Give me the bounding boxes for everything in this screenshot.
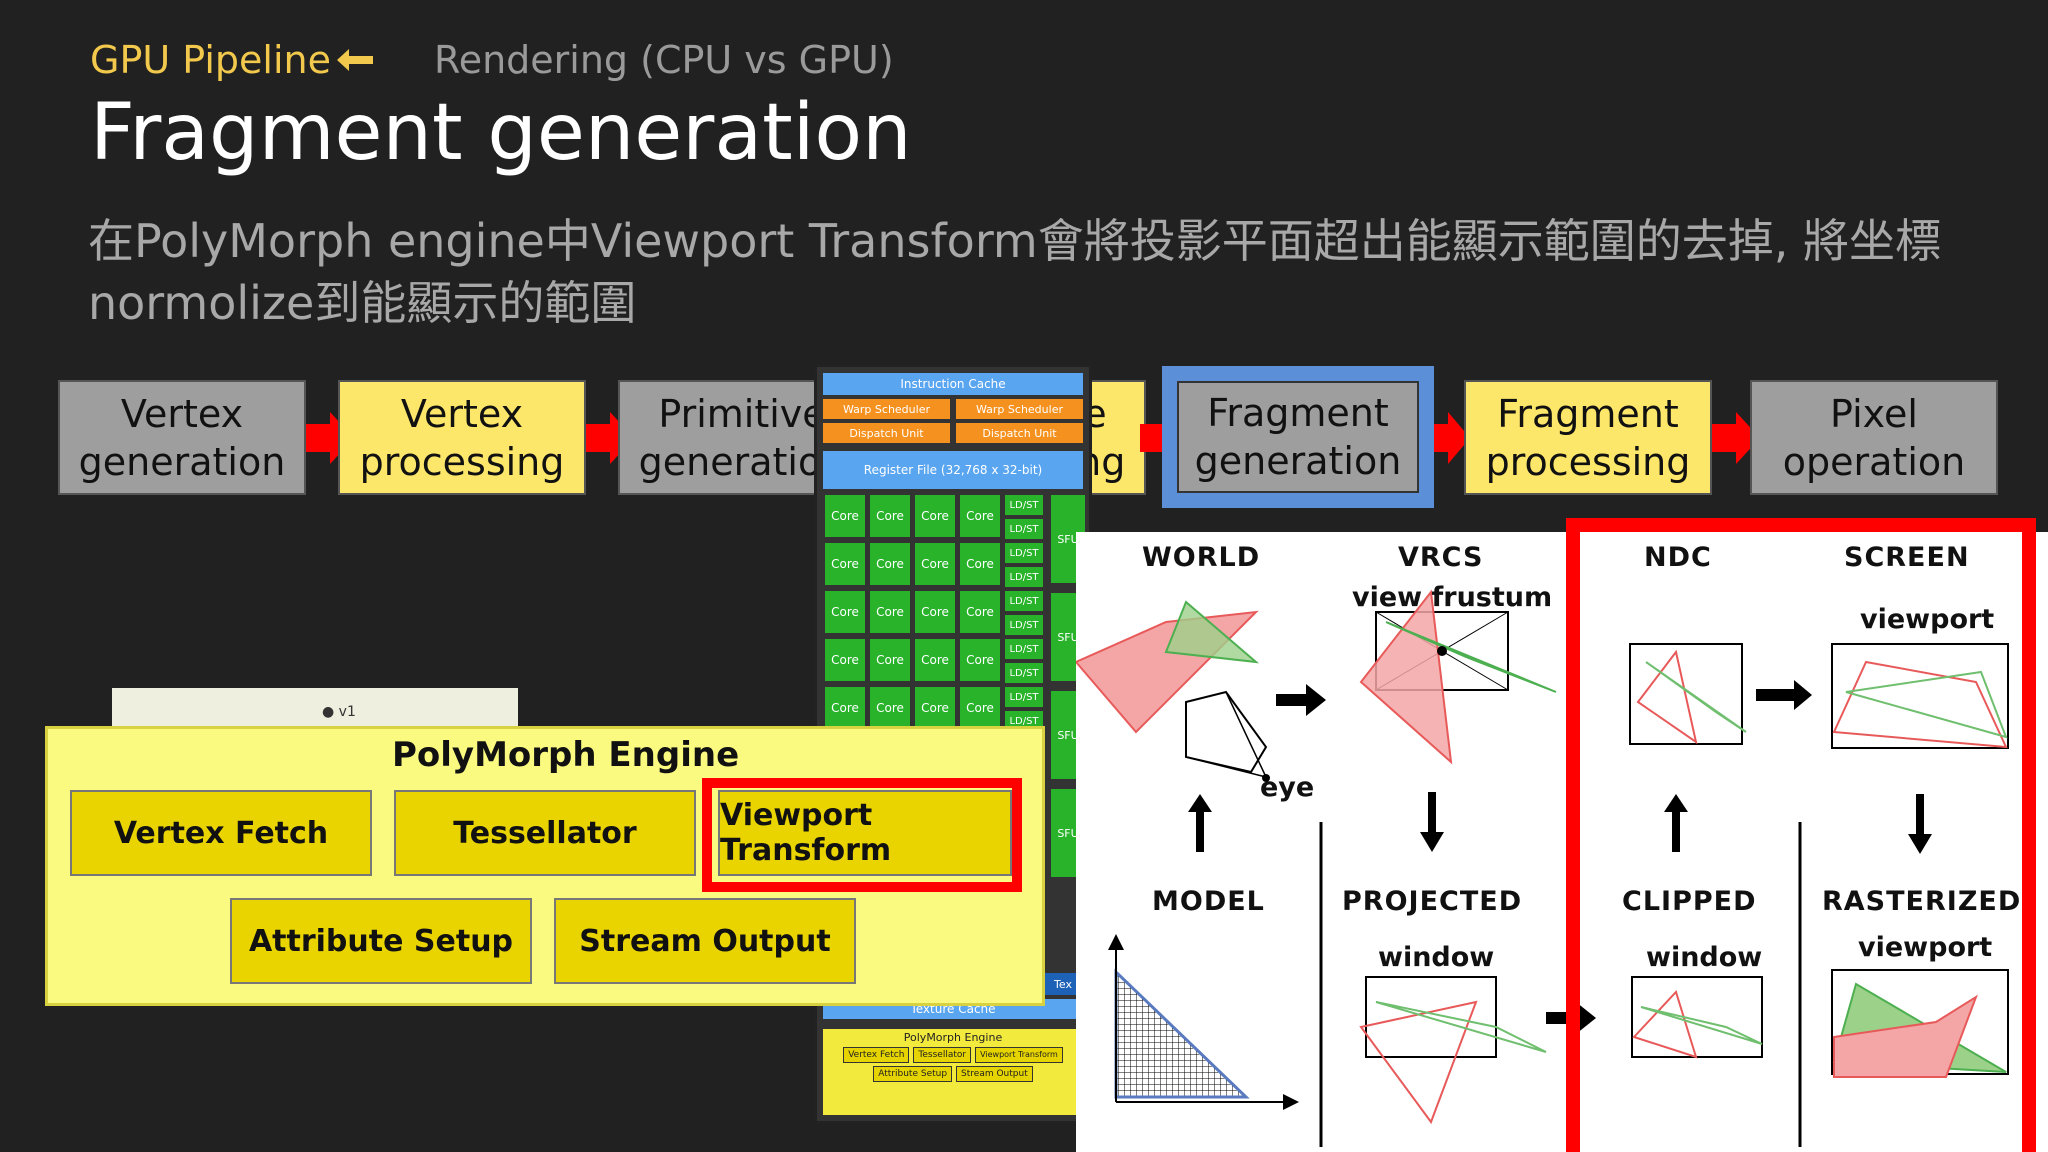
label-viewport-screen: viewport xyxy=(1860,604,1995,635)
arrow-right-icon xyxy=(1712,412,1760,464)
ldst-unit: LD/ST xyxy=(1005,591,1043,611)
core-unit: Core xyxy=(870,639,910,681)
stage-line1: Vertex xyxy=(400,391,524,436)
core-unit: Core xyxy=(915,495,955,537)
stage-line1: Primitive xyxy=(658,391,826,436)
ndc-screen-highlight xyxy=(1566,518,2036,1152)
label-view-frustum: view frustum xyxy=(1352,582,1553,613)
vertex-strip xyxy=(112,688,518,728)
description-text: 在PolyMorph engine中Viewport Transform會將投影… xyxy=(88,214,1941,330)
register-file: Register File (32,768 x 32-bit) xyxy=(823,451,1083,489)
stream-output-box: Stream Output xyxy=(554,898,856,984)
label-window-projected: window xyxy=(1378,942,1495,973)
label-clipped: CLIPPED xyxy=(1622,886,1757,917)
dispatch-unit: Dispatch Unit xyxy=(823,423,950,443)
viewport-transform-highlight xyxy=(702,778,1022,892)
label-vrcs: VRCS xyxy=(1398,542,1484,573)
stage-line2: generation xyxy=(78,439,286,484)
arrow-left-icon xyxy=(336,49,373,71)
transform-diagram-graphics xyxy=(1076,589,2009,1147)
vertex-fetch-mini: Vertex Fetch xyxy=(843,1047,910,1063)
core-unit: Core xyxy=(870,687,910,729)
core-unit: Core xyxy=(960,687,1000,729)
stage-line2: generation xyxy=(1194,439,1402,483)
core-unit: Core xyxy=(915,591,955,633)
ldst-unit: LD/ST xyxy=(1005,519,1043,539)
stage-line1: Vertex xyxy=(120,391,244,436)
core-unit: Core xyxy=(870,591,910,633)
breadcrumb-current-label: GPU Pipeline xyxy=(90,38,331,82)
breadcrumb-current[interactable]: GPU Pipeline xyxy=(90,38,373,82)
core-unit: Core xyxy=(825,687,865,729)
stage-line2: generation xyxy=(638,439,846,484)
core-unit: Core xyxy=(960,495,1000,537)
core-unit: Core xyxy=(825,639,865,681)
vertex-fetch-box: Vertex Fetch xyxy=(70,790,372,876)
core-unit: Core xyxy=(960,639,1000,681)
core-unit: Core xyxy=(915,639,955,681)
core-unit: Core xyxy=(825,543,865,585)
tessellator-mini: Tessellator xyxy=(913,1047,972,1063)
polymorph-mini: PolyMorph Engine Vertex Fetch Tessellato… xyxy=(823,1029,1083,1115)
label-rasterized: RASTERIZED xyxy=(1822,886,2022,917)
ldst-unit: LD/ST xyxy=(1005,639,1043,659)
attribute-setup-mini: Attribute Setup xyxy=(873,1066,953,1082)
viewport-transform-box: Viewport Transform xyxy=(718,790,1012,876)
ldst-unit: LD/ST xyxy=(1005,663,1043,683)
label-projected: PROJECTED xyxy=(1342,886,1523,917)
tex-unit: Tex xyxy=(1043,973,1083,995)
vertex-label: ● v1 xyxy=(322,704,356,720)
core-unit: Core xyxy=(825,495,865,537)
label-ndc: NDC xyxy=(1644,542,1712,573)
stage-line1: Fragment xyxy=(1497,391,1679,436)
ldst-unit: LD/ST xyxy=(1005,567,1043,587)
stage-line1: Fragment xyxy=(1207,391,1389,435)
stage-line2: processing xyxy=(359,439,565,484)
ldst-unit: LD/ST xyxy=(1005,543,1043,563)
ldst-unit: LD/ST xyxy=(1005,495,1043,515)
core-unit: Core xyxy=(960,591,1000,633)
instruction-cache: Instruction Cache xyxy=(823,373,1083,395)
ldst-unit: LD/ST xyxy=(1005,687,1043,707)
viewport-transform-mini: Viewport Transform xyxy=(975,1047,1063,1063)
core-unit: Core xyxy=(825,591,865,633)
breadcrumb-other[interactable]: Rendering (CPU vs GPU) xyxy=(434,38,894,82)
polymorph-mini-title: PolyMorph Engine xyxy=(903,1031,1003,1044)
polymorph-title: PolyMorph Engine xyxy=(392,735,740,775)
ldst-unit: LD/ST xyxy=(1005,615,1043,635)
warp-scheduler: Warp Scheduler xyxy=(823,399,950,419)
transform-diagram: WORLD VRCS view frustum eye MODEL PROJEC… xyxy=(1076,532,2048,1152)
label-window-clipped: window xyxy=(1646,942,1763,973)
core-unit: Core xyxy=(870,495,910,537)
core-unit: Core xyxy=(960,543,1000,585)
stream-output-mini: Stream Output xyxy=(956,1066,1033,1082)
label-eye: eye xyxy=(1260,772,1315,803)
label-viewport-rasterized: viewport xyxy=(1858,932,1993,963)
dispatch-unit: Dispatch Unit xyxy=(956,423,1083,443)
page-title: Fragment generation xyxy=(90,88,912,178)
stage-line2: processing xyxy=(1485,439,1691,484)
attribute-setup-box: Attribute Setup xyxy=(230,898,532,984)
core-unit: Core xyxy=(915,687,955,729)
tessellator-box: Tessellator xyxy=(394,790,696,876)
arrow-right-icon xyxy=(1434,412,1470,464)
warp-scheduler: Warp Scheduler xyxy=(956,399,1083,419)
label-model: MODEL xyxy=(1152,886,1265,917)
stage-line2: operation xyxy=(1782,439,1966,484)
core-unit: Core xyxy=(915,543,955,585)
arrow-right-icon xyxy=(1140,424,1166,452)
stage-line1: Pixel xyxy=(1830,391,1918,436)
label-screen: SCREEN xyxy=(1844,542,1970,573)
core-unit: Core xyxy=(870,543,910,585)
label-world: WORLD xyxy=(1142,542,1261,573)
